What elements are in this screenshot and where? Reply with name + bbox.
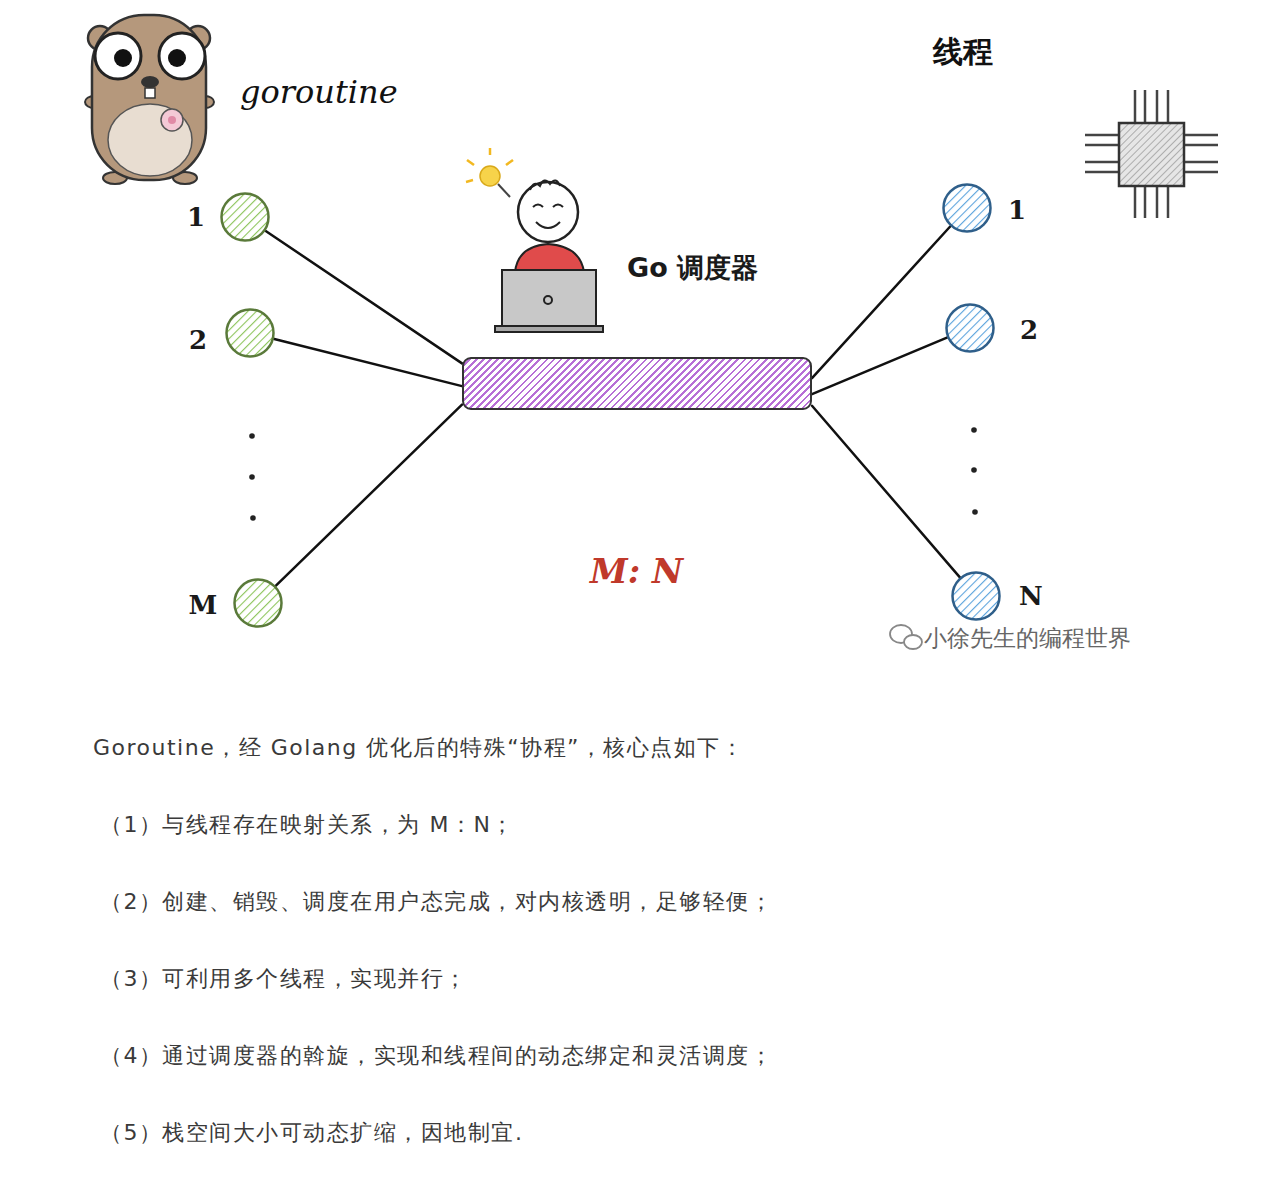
goroutine-circle: M [233,578,283,628]
gopher-mascot-part [168,116,176,124]
circle-outline [942,183,992,233]
scheduler-person-part [515,244,584,272]
cpu-chip-part [1085,144,1119,147]
watermark: 小徐先生的编程世界 [924,623,1131,654]
gopher-mascot-part [159,33,205,79]
ellipsis-dots-part [249,474,255,480]
ratio-label: M: N [590,550,683,592]
cpu-chip-part [1156,186,1159,218]
mapping-line [274,339,462,386]
circle-shape [222,194,269,241]
cpu-chip-part [1144,186,1147,218]
cpu-chip-part [1167,90,1170,124]
point-text: （1）与线程存在映射关系，为 M：N； [100,810,515,840]
cpu-chip-part [1167,186,1170,218]
scheduler-person-part-part [506,160,513,165]
circle-outline [233,578,283,628]
circle-outline [951,571,1001,621]
ellipsis-dots-part [972,509,978,515]
cpu-chip-part [1085,171,1119,174]
thread-circle: 1 [942,183,992,233]
gopher-mascot-part [141,76,159,88]
circle-shape [235,580,282,627]
scheduler-person-part-part [466,180,473,182]
scheduler-person-part [502,270,596,328]
circle-shape [944,185,991,232]
wechat-icon-part [904,635,922,649]
point-text: （2）创建、销毁、调度在用户态完成，对内核透明，足够轻便； [100,887,774,917]
circle-shape [953,573,1000,620]
cpu-chip-part [1085,161,1119,164]
index-number: 1 [997,195,1037,225]
cpu-chip-part [1184,134,1218,137]
gopher-mascot-part [145,88,155,98]
index-number: M [183,590,223,620]
circle-shape [227,310,274,357]
index-number: 2 [1009,315,1049,345]
scheduler-title: Go 调度器 [627,251,758,285]
scheduler-person-part [495,326,603,332]
scheduler-person-part [530,180,560,190]
index-number: 2 [178,325,218,355]
gopher-mascot-part [108,104,192,176]
goroutine-circle: 2 [225,308,275,358]
scheduler-person-part [533,205,543,208]
cpu-chip-part [1184,161,1218,164]
cpu-chip-part [1184,171,1218,174]
gopher-mascot-part [114,49,132,67]
intro-text: Goroutine，经 Golang 优化后的特殊“协程”，核心点如下： [93,733,744,763]
scheduler-person-part [544,296,552,304]
index-number: N [1011,581,1051,611]
scheduler-person [466,148,603,332]
cpu-chip-part [1134,90,1137,124]
thread-caption: 线程 [933,33,993,71]
mapping-line [276,405,462,586]
ellipsis-dots-part [249,433,255,439]
cpu-chip-part [1119,123,1184,186]
mapping-line [812,338,947,394]
mapping-line [812,226,950,378]
scheduler-person-part [536,222,560,228]
scheduler-person-part [518,182,578,242]
gopher-mascot-part [95,33,141,79]
cpu-chip-part [1134,186,1137,218]
wechat-icon [890,625,922,649]
circle-outline [225,308,275,358]
scheduler-band: Go 调度器 [462,357,812,410]
thread-circle: 2 [945,303,995,353]
cpu-chip-part [1085,134,1119,137]
ellipsis-dots-part [250,515,256,521]
point-text: （5）栈空间大小可动态扩缩，因地制宜. [100,1118,524,1148]
goroutine-caption: goroutine [240,72,398,112]
ellipsis-dots-part [971,467,977,473]
thread-circle: N [951,571,1001,621]
gopher-mascot-part [161,109,183,131]
scheduler-person-part-part [489,148,492,155]
scheduler-person-part [480,166,500,186]
cpu-chip [1085,90,1218,218]
gopher-mascot-part [168,49,186,67]
ellipsis-dots-part [971,427,977,433]
goroutine-circle: 1 [220,192,270,242]
circle-outline [945,303,995,353]
point-text: （3）可利用多个线程，实现并行； [100,964,468,994]
cpu-chip-part [1144,90,1147,124]
gopher-mascot [85,15,214,184]
cpu-chip-part [1184,144,1218,147]
scheduler-person-part-part [467,160,474,165]
cpu-chip-part [1156,90,1159,124]
point-text: （4）通过调度器的斡旋，实现和线程间的动态绑定和灵活调度； [100,1041,774,1071]
mapping-line [812,406,960,577]
scheduler-person-part [553,205,563,208]
circle-shape [947,305,994,352]
gopher-mascot-part [92,15,206,180]
index-number: 1 [176,202,216,232]
scheduler-person-part [498,184,510,197]
circle-outline [220,192,270,242]
